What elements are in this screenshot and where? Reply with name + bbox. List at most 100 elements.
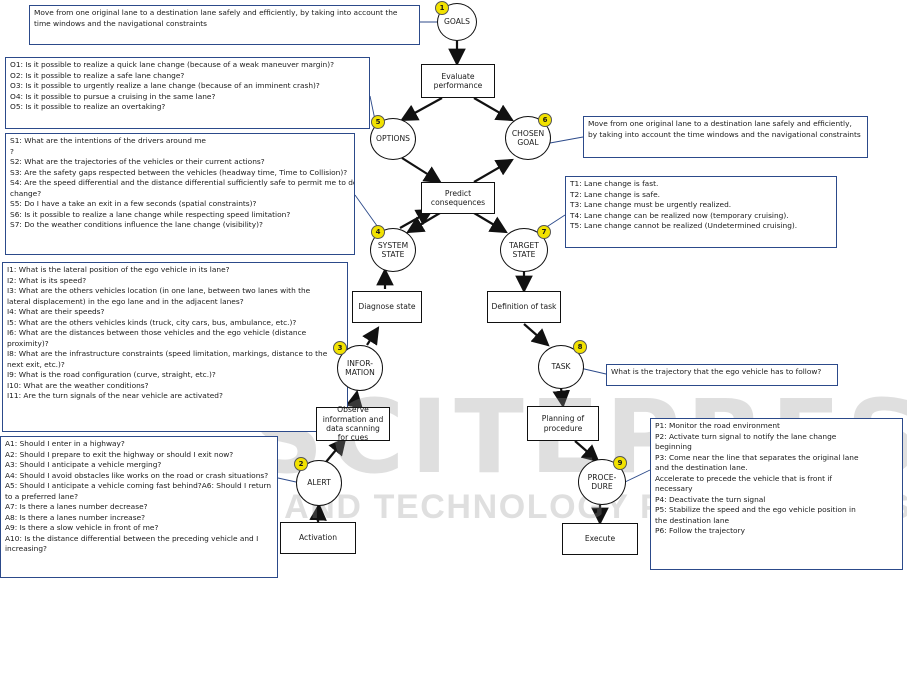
information-i3-cont: lateral displacement) in the ego lane an… [7,296,244,306]
badge-goals: 1 [435,1,449,15]
alert-a10-cont: increasing? [5,544,47,554]
node-activation-label: Activation [298,533,338,543]
node-predict-consequences: Predict consequences [421,182,495,214]
system-state-note: S1: What are the intentions of the drive… [5,133,355,255]
procedure-p3: P3: Come near the line that separates th… [655,452,859,462]
system-state-s6: S6: Is it possible to realize a lane cha… [10,209,291,219]
procedure-p2-cont: beginning [655,442,692,452]
system-state-s3: S3: Are the safety gaps respected betwee… [10,167,348,177]
edge-planning-procedure [574,440,600,463]
information-i10: I10: What are the weather conditions? [7,380,149,390]
node-execute: Execute [562,523,638,555]
procedure-p3-cont: and the destination lane. [655,463,748,473]
node-chosen-goal-label-1: CHOSEN [511,128,545,138]
system-state-s7: S7: Do the weather conditions influence … [10,220,263,230]
node-system-state-label-1: SYSTEM [377,240,409,250]
badge-options: 5 [371,115,385,129]
procedure-p5-cont: the destination lane [655,515,730,525]
information-i11: I11: Are the turn signals of the near ve… [7,391,223,401]
badge-procedure: 9 [613,456,627,470]
callout-chosen [549,136,584,144]
node-definition-of-task-label: Definition of task [491,302,557,312]
information-i2: I2: What is its speed? [7,275,87,285]
badge-information: 3 [333,341,347,355]
target-state-t5: T5: Lane change cannot be realized (Unde… [570,221,798,231]
alert-note: A1: Should I enter in a highway? A2: Sho… [0,436,278,578]
goal-note: Move from one original lane to a destina… [29,5,420,45]
information-i6-cont: proximity)? [7,338,49,348]
information-i4: I4: What are their speeds? [7,307,105,317]
alert-a2: A2: Should I prepare to exit the highway… [5,449,234,459]
node-options-label: OPTIONS [376,134,410,144]
alert-a6-cont: to a preferred lane? [5,491,79,501]
edge-evaluate-chosen [473,97,514,122]
procedure-accelerate-cont: necessary [655,484,693,494]
option-o4: O4: Is it possible to pursue a cruising … [10,91,216,101]
procedure-accelerate: Accelerate to precede the vehicle that i… [655,473,832,483]
node-predict-consequences-label: Predict consequences [430,188,486,207]
options-note: O1: Is it possible to realize a quick la… [5,57,370,129]
badge-task: 8 [573,340,587,354]
edge-activation-alert [309,502,327,523]
goal-note-text: Move from one original lane to a destina… [34,8,398,28]
edge-predict-system [406,212,441,234]
edge-definition-task [523,323,550,347]
alert-a10: A10: Is the distance differential betwee… [5,533,259,543]
node-information-label-1: INFOR- [347,358,373,368]
callout-system [354,194,381,231]
information-i5: I5: What are the others vehicles kinds (… [7,317,297,327]
badge-system-state: 4 [371,225,385,239]
alert-a9: A9: Is there a slow vehicle in front of … [5,523,159,533]
target-state-t1: T1: Lane change is fast. [570,179,659,188]
procedure-p5: P5: Stabilize the speed and the ego vehi… [655,505,856,515]
target-state-note: T1: Lane change is fast. T2: Lane change… [565,176,837,248]
node-target-state-label-2: STATE [512,250,536,259]
target-state-t2: T2: Lane change is safe. [570,189,660,199]
information-i3: I3: What are the others vehicles locatio… [7,286,311,296]
chosen-goal-note-text: Move from one original lane to a destina… [588,119,861,139]
alert-a4: A4: Should I avoid obstacles like works … [5,470,269,480]
system-state-s5: S5: Do I have a take an exit in a few se… [10,199,257,209]
node-information-label-2: MATION [345,368,375,377]
system-state-s2: S2: What are the trajectories of the veh… [10,157,265,167]
callout-procedure [624,469,651,483]
node-observe-information-label: Observe information and data scanning fo… [322,405,384,443]
procedure-note: P1: Monitor the road environment P2: Act… [650,418,903,570]
edge-predict-target [473,212,508,234]
edge-options-predict [401,157,442,184]
system-state-s4: S4: Are the speed differential and the d… [10,178,355,188]
edge-evaluate-options [400,97,443,122]
system-state-s4-cont: change? [10,188,42,198]
node-procedure-label-2: DURE [591,482,613,491]
target-state-t3: T3: Lane change must be urgently realize… [570,200,732,210]
node-planning-of-procedure: Planning of procedure [527,406,599,441]
task-note-text: What is the trajectory that the ego vehi… [611,367,822,376]
alert-a8: A8: Is there a lanes number increase? [5,512,146,522]
information-i8-cont: next exit, etc.)? [7,359,65,369]
option-o3: O3: Is it possible to urgently realize a… [10,81,320,91]
node-observe-information: Observe information and data scanning fo… [316,405,390,443]
badge-target-state: 7 [537,225,551,239]
badge-alert: 2 [294,457,308,471]
edge-information-diagnose [362,326,380,346]
information-i8: I8: What are the infrastructure constrai… [7,349,328,359]
information-i1: I1: What is the lateral position of the … [7,265,230,274]
node-alert: ALERT [296,460,342,506]
node-evaluate-performance-label: Evaluate performance [433,71,483,90]
node-execute-label: Execute [584,534,616,544]
system-state-s1: S1: What are the intentions of the drive… [10,136,206,145]
edge-alert-observe [325,437,347,463]
procedure-p2: P2: Activate turn signal to notify the l… [655,431,837,441]
node-activation: Activation [280,522,356,554]
callout-alert [277,477,297,483]
node-target-state-label-1: TARGET [509,240,539,250]
alert-a7: A7: Is there a lanes number decrease? [5,502,148,512]
edge-predict-chosen [473,158,514,183]
information-note: I1: What is the lateral position of the … [2,262,348,432]
callout-task [579,367,607,375]
procedure-p4: P4: Deactivate the turn signal [655,494,766,504]
procedure-p1: P1: Monitor the road environment [655,421,780,430]
node-system-state-label-2: STATE [381,250,405,259]
option-o2: O2: Is it possible to realize a safe lan… [10,70,185,80]
